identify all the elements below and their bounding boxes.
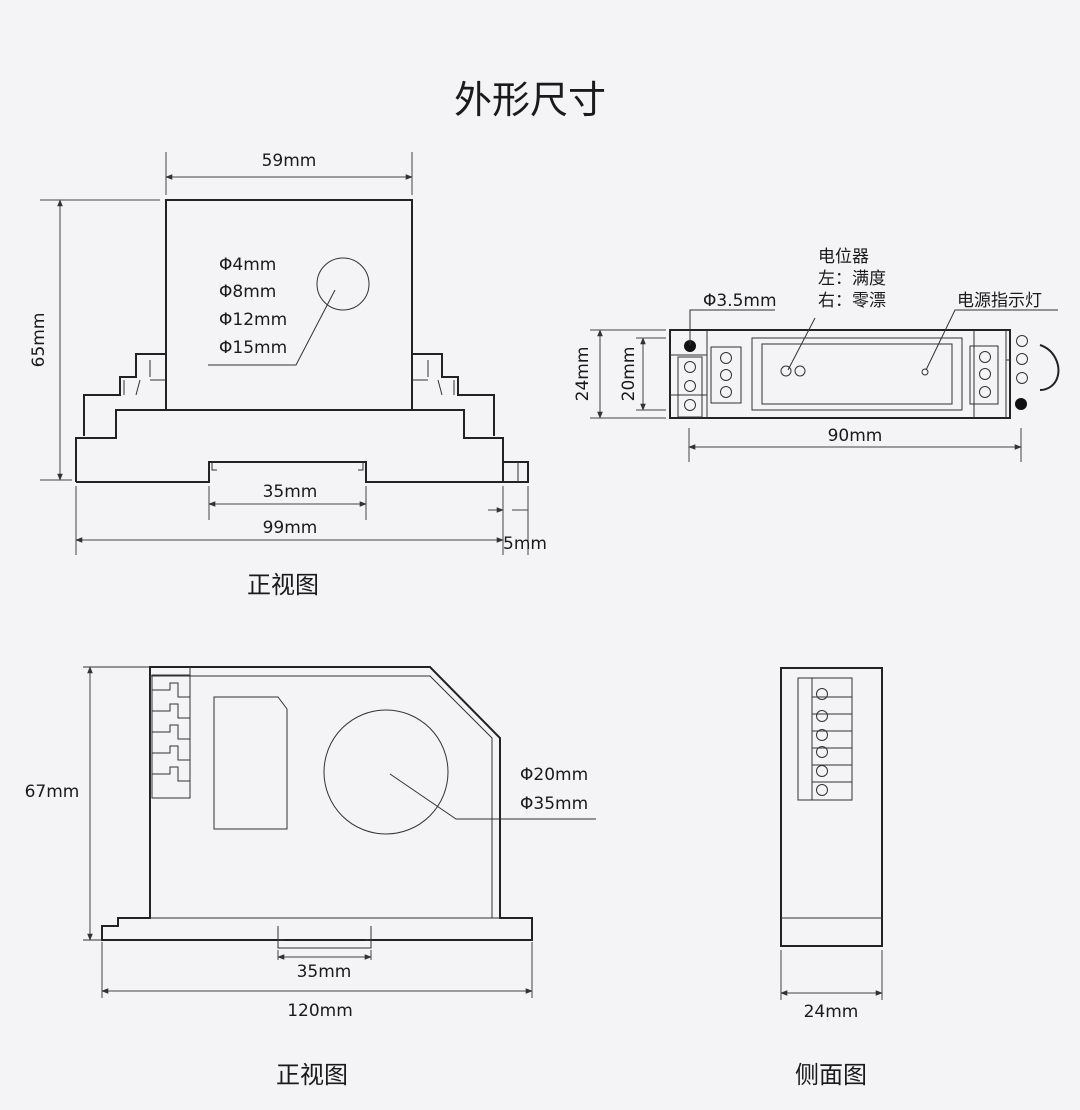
power-led [921,368,929,376]
hole-label: Φ4mm [219,255,276,275]
release-tab [503,461,529,483]
terminal-screw [816,710,828,722]
terminal-screw [684,380,696,392]
dim-rail: 35mm [263,482,318,502]
front-view-small: 59mm 65mm 35mm 99mm 5mm Φ4mm Φ8mm Φ12mm … [29,151,547,599]
hole-label: Φ8mm [219,282,276,302]
terminal-screw [720,352,732,364]
terminal-screw [1016,335,1028,347]
terminal-screw [1016,372,1028,384]
dim-width: 24mm [804,1002,859,1022]
hole-label: Φ20mm [520,765,588,785]
din-base [75,409,504,482]
mounting-hole [1015,398,1027,410]
top-view: Φ3.5mm 电位器 左：满度 右：零漂 电源指示灯 24mm 20mm 90m… [573,247,1060,462]
terminal-screw [816,688,828,700]
side-latch [1039,344,1060,391]
dim-rail: 35mm [297,962,352,982]
front-view-caption: 正视图 [247,571,319,599]
pot-leader [787,317,816,371]
front-panel [751,337,963,411]
terminal-stack [151,674,191,799]
terminal-screw [816,746,828,758]
terminal-screw [720,386,732,398]
hole-label: Φ15mm [219,338,287,358]
terminal-screw [816,729,828,741]
potentiometer-full-scale [780,365,792,377]
terminal-screw [720,369,732,381]
side-view: 24mm 侧面图 [780,667,883,1089]
side-terminal-stack [797,677,853,801]
hole-leader [389,773,596,820]
upper-housing [165,199,413,410]
terminal-screw [684,399,696,411]
dim-width-top: 59mm [262,151,317,171]
hole-label: Φ35mm [520,794,588,814]
right-terminal-block [411,353,495,436]
mounting-hole [684,340,696,352]
hole-leader-line [208,289,336,366]
dim-height: 67mm [25,782,80,802]
rail-slot [76,461,503,483]
label-window [213,696,288,830]
terminal-screw [979,368,991,380]
front-view-large-caption: 正视图 [276,1061,348,1089]
hole-leader [689,309,775,345]
pot-label: 左：满度 [818,269,886,289]
dim-width: 120mm [287,1001,353,1021]
pot-label: 右：零漂 [818,291,886,311]
terminal-screw [979,351,991,363]
cable-hole [316,257,370,311]
large-housing [101,666,533,941]
hole-label: Φ3.5mm [703,291,777,311]
hole-label: Φ12mm [219,310,287,330]
side-view-caption: 侧面图 [795,1061,867,1089]
led-label: 电源指示灯 [957,291,1042,311]
pot-label: 电位器 [818,247,869,267]
dim-height: 65mm [29,313,49,368]
potentiometer-zero [794,365,806,377]
top-housing [669,329,1011,419]
terminal-screw [816,765,828,777]
terminal-screw [684,361,696,373]
dim-length: 90mm [828,426,883,446]
dim-height-inner: 20mm [619,347,639,402]
dim-width: 99mm [263,518,318,538]
side-housing [780,667,883,947]
dim-tab: 5mm [503,534,547,554]
left-terminal-block [83,353,167,436]
sensing-hole [323,709,449,835]
terminal-screw [1016,353,1028,365]
dim-height-outer: 24mm [573,347,593,402]
terminal-screw [979,386,991,398]
front-view-large: Φ20mm Φ35mm 67mm 35mm 120mm 正视图 [25,666,596,1089]
page-title: 外形尺寸 [454,78,606,122]
led-leader [925,309,1058,371]
terminal-screw [816,784,828,796]
